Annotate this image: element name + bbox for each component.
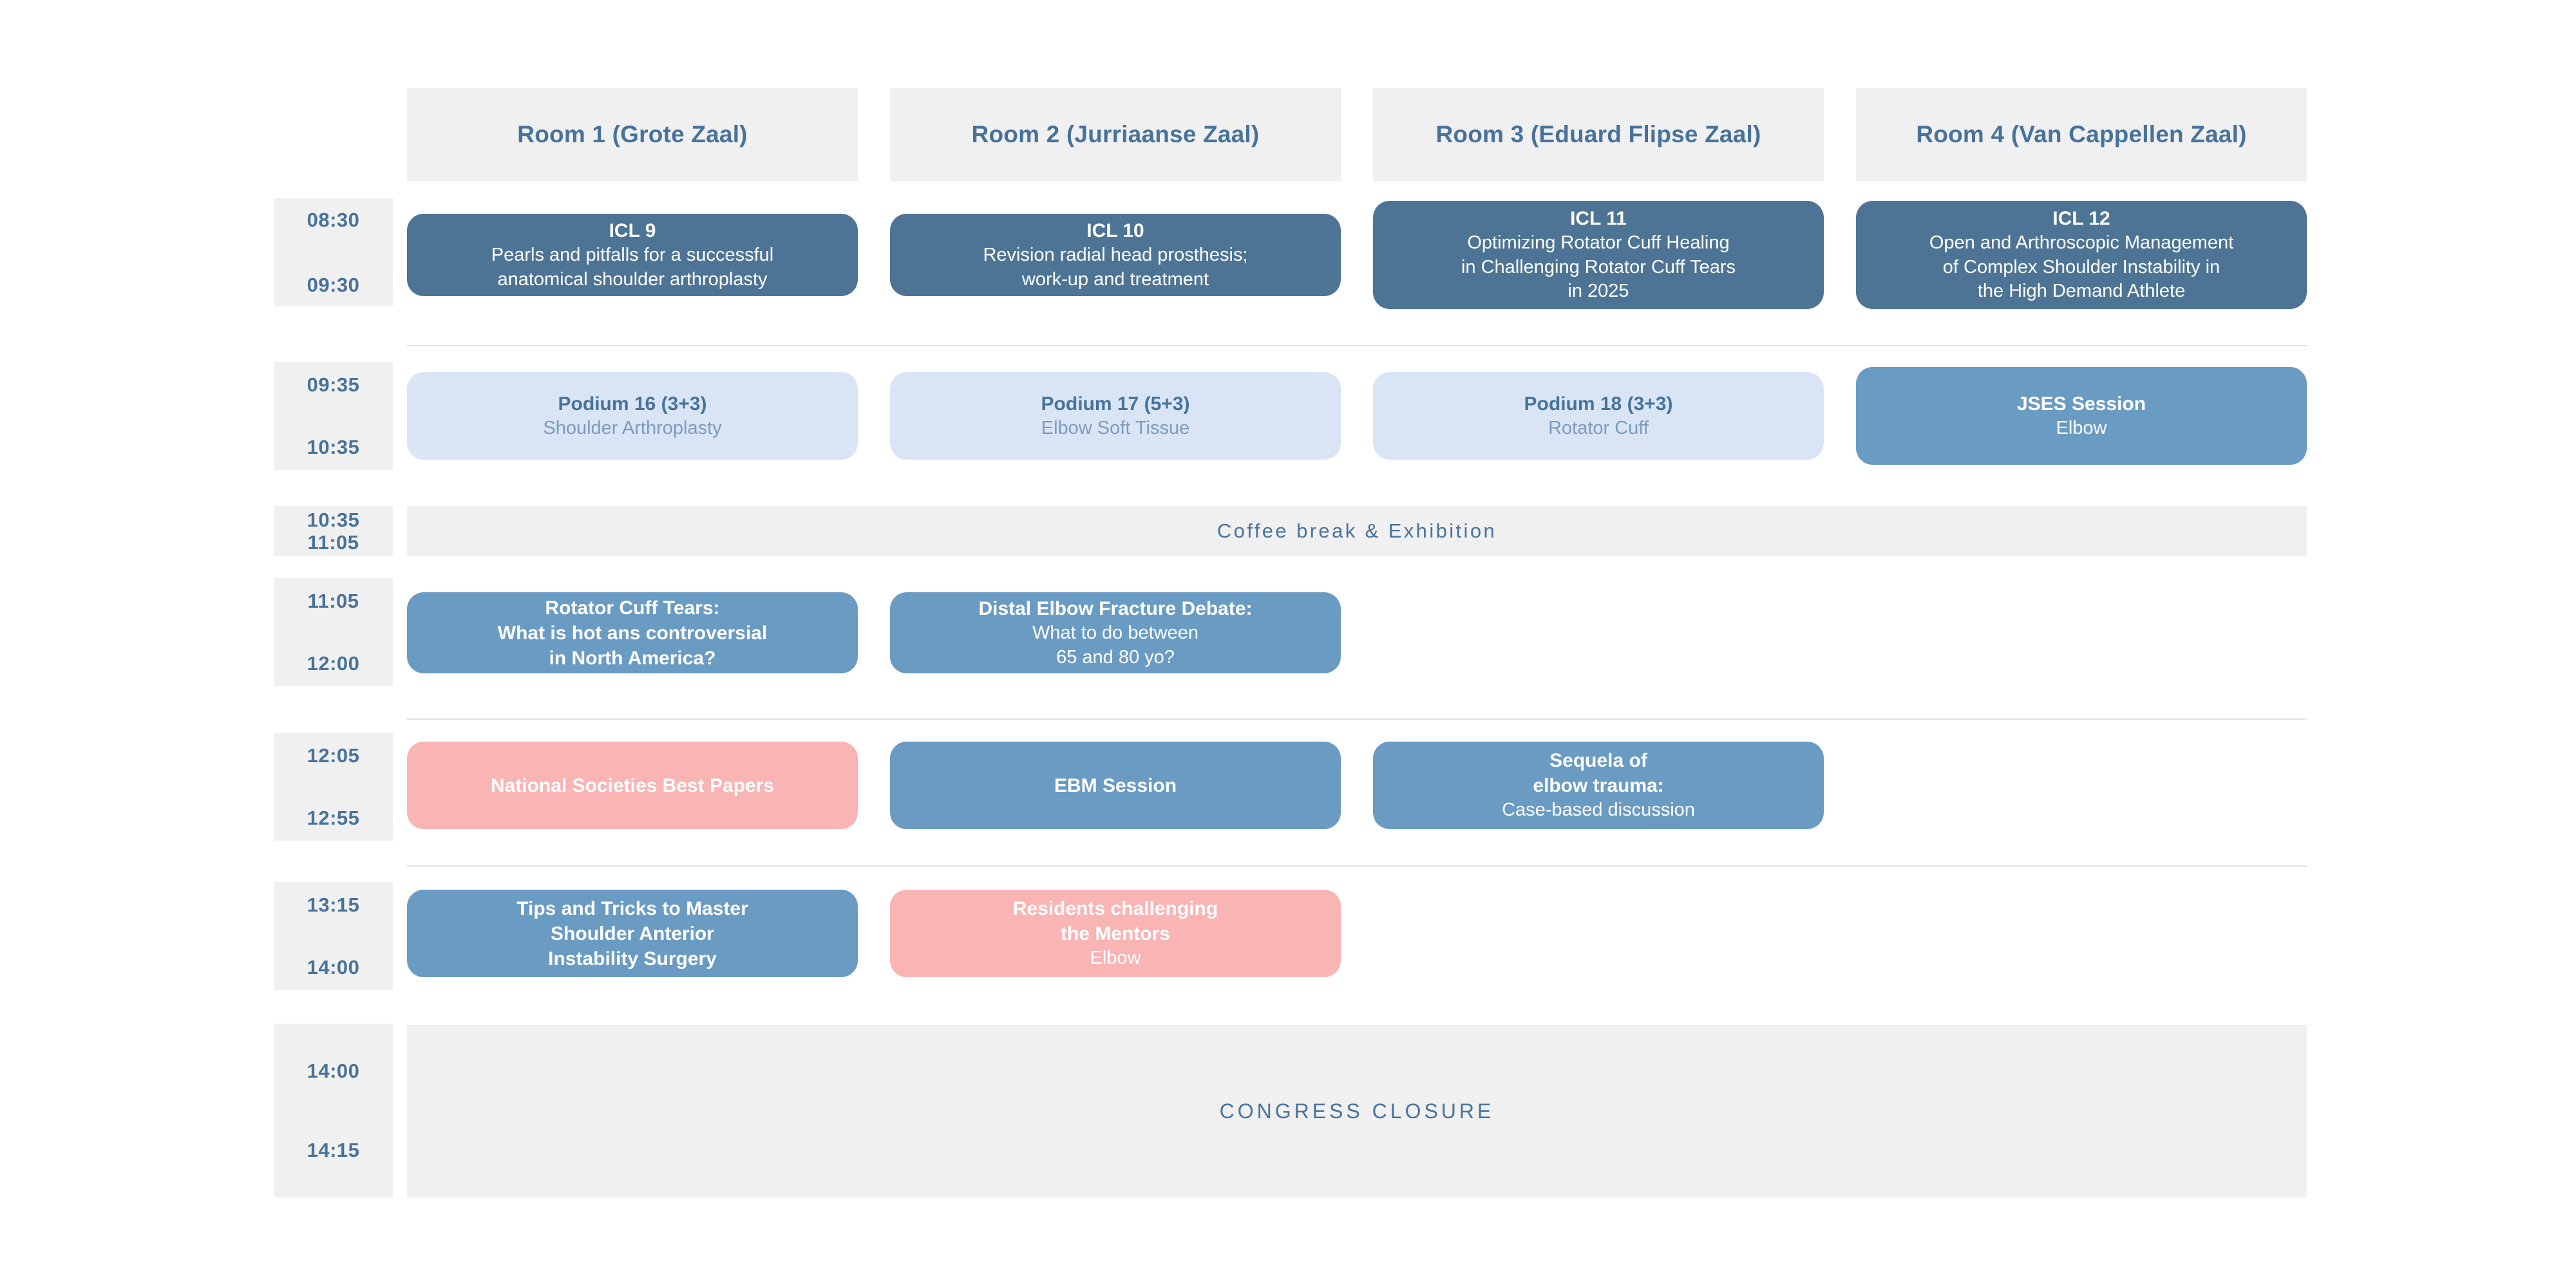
room-header-label: Room 3 (Eduard Flipse Zaal): [1435, 121, 1761, 147]
time-cell-row-6: 14:00 14:15: [274, 1024, 393, 1197]
session-title: Sequela of elbow trauma:: [1533, 750, 1664, 797]
session-card[interactable]: Podium 18 (3+3) Rotator Cuff: [1373, 372, 1824, 460]
time-start: 10:35: [307, 509, 360, 531]
time-start: 13:15: [307, 894, 360, 916]
session-title: Podium 17 (5+3): [1041, 393, 1190, 415]
session-subtitle: Optimizing Rotator Cuff Healing in Chall…: [1461, 232, 1736, 302]
session-subtitle: Pearls and pitfalls for a successful ana…: [491, 244, 774, 290]
session-title: ICL 9: [609, 220, 656, 241]
time-end: 14:00: [307, 956, 360, 979]
time-end: 11:05: [307, 531, 359, 554]
session-card[interactable]: ICL 12 Open and Arthroscopic Management …: [1856, 201, 2307, 309]
session-card[interactable]: Podium 17 (5+3) Elbow Soft Tissue: [890, 372, 1341, 460]
time-start: 11:05: [307, 590, 359, 612]
row-separator: [407, 865, 2307, 867]
time-end: 12:00: [307, 652, 360, 675]
session-subtitle: Elbow Soft Tissue: [1041, 417, 1190, 438]
session-title: Tips and Tricks to Master Shoulder Anter…: [516, 897, 748, 970]
time-end: 12:55: [307, 807, 360, 829]
session-subtitle: Elbow: [2056, 417, 2107, 438]
coffee-break-label: Coffee break & Exhibition: [1217, 520, 1497, 542]
room-header-2: Room 2 (Jurriaanse Zaal): [890, 88, 1341, 181]
congress-closure-band: CONGRESS CLOSURE: [407, 1025, 2307, 1197]
session-card[interactable]: ICL 11 Optimizing Rotator Cuff Healing i…: [1373, 201, 1824, 309]
row-separator: [407, 345, 2307, 346]
session-subtitle: Case-based discussion: [1502, 800, 1695, 821]
session-card[interactable]: ICL 9 Pearls and pitfalls for a successf…: [407, 214, 858, 296]
room-header-label: Room 2 (Jurriaanse Zaal): [971, 121, 1260, 147]
session-card[interactable]: Rotator Cuff Tears: What is hot ans cont…: [407, 592, 858, 673]
session-card[interactable]: Distal Elbow Fracture Debate: What to do…: [890, 592, 1341, 673]
time-cell-row-1: 09:35 10:35: [274, 362, 393, 470]
session-card[interactable]: ICL 10 Revision radial head prosthesis; …: [890, 214, 1341, 296]
time-start: 08:30: [307, 209, 360, 231]
time-end: 10:35: [307, 436, 360, 458]
session-subtitle: Rotator Cuff: [1548, 417, 1649, 438]
time-cell-row-0: 08:30 09:30: [274, 198, 393, 306]
session-title: ICL 11: [1570, 207, 1627, 229]
session-card[interactable]: JSES Session Elbow: [1856, 367, 2307, 465]
time-end: 09:30: [307, 274, 360, 296]
session-title: ICL 12: [2052, 207, 2110, 229]
session-card[interactable]: National Societies Best Papers: [407, 742, 858, 829]
coffee-break-band: Coffee break & Exhibition: [407, 506, 2307, 556]
session-subtitle: Revision radial head prosthesis; work-up…: [983, 244, 1248, 290]
session-subtitle: Open and Arthroscopic Management of Comp…: [1929, 232, 2234, 302]
session-title: EBM Session: [1054, 774, 1177, 796]
session-title: Podium 18 (3+3): [1524, 393, 1673, 415]
session-card[interactable]: EBM Session: [890, 742, 1341, 829]
session-title: Distal Elbow Fracture Debate:: [978, 597, 1253, 619]
session-card[interactable]: Sequela of elbow trauma: Case-based disc…: [1373, 742, 1824, 829]
session-subtitle: Shoulder Arthroplasty: [543, 417, 722, 438]
session-title: Residents challenging the Mentors: [1012, 898, 1218, 945]
time-cell-row-2: 10:35 11:05: [274, 506, 393, 556]
room-header-label: Room 1 (Grote Zaal): [517, 121, 748, 147]
time-start: 12:05: [307, 744, 360, 767]
session-subtitle: What to do between 65 and 80 yo?: [1032, 622, 1198, 668]
time-end: 14:15: [307, 1139, 360, 1161]
session-title: ICL 10: [1086, 220, 1144, 241]
session-title: Podium 16 (3+3): [558, 393, 707, 415]
session-card[interactable]: Residents challenging the Mentors Elbow: [890, 890, 1341, 977]
session-card[interactable]: Podium 16 (3+3) Shoulder Arthroplasty: [407, 372, 858, 460]
room-header-label: Room 4 (Van Cappellen Zaal): [1916, 121, 2247, 147]
congress-closure-label: CONGRESS CLOSURE: [1219, 1099, 1495, 1123]
time-cell-row-3: 11:05 12:00: [274, 578, 393, 686]
session-card[interactable]: Tips and Tricks to Master Shoulder Anter…: [407, 890, 858, 977]
time-start: 09:35: [307, 373, 360, 396]
room-header-4: Room 4 (Van Cappellen Zaal): [1856, 88, 2307, 181]
session-title: National Societies Best Papers: [490, 774, 775, 796]
session-subtitle: Elbow: [1090, 948, 1141, 969]
row-separator: [407, 718, 2307, 720]
room-header-3: Room 3 (Eduard Flipse Zaal): [1373, 88, 1824, 181]
time-start: 14:00: [307, 1060, 360, 1082]
time-cell-row-4: 12:05 12:55: [274, 733, 393, 841]
session-title: JSES Session: [2016, 393, 2146, 415]
time-cell-row-5: 13:15 14:00: [274, 882, 393, 990]
room-header-1: Room 1 (Grote Zaal): [407, 88, 858, 181]
session-title: Rotator Cuff Tears: What is hot ans cont…: [497, 597, 768, 669]
